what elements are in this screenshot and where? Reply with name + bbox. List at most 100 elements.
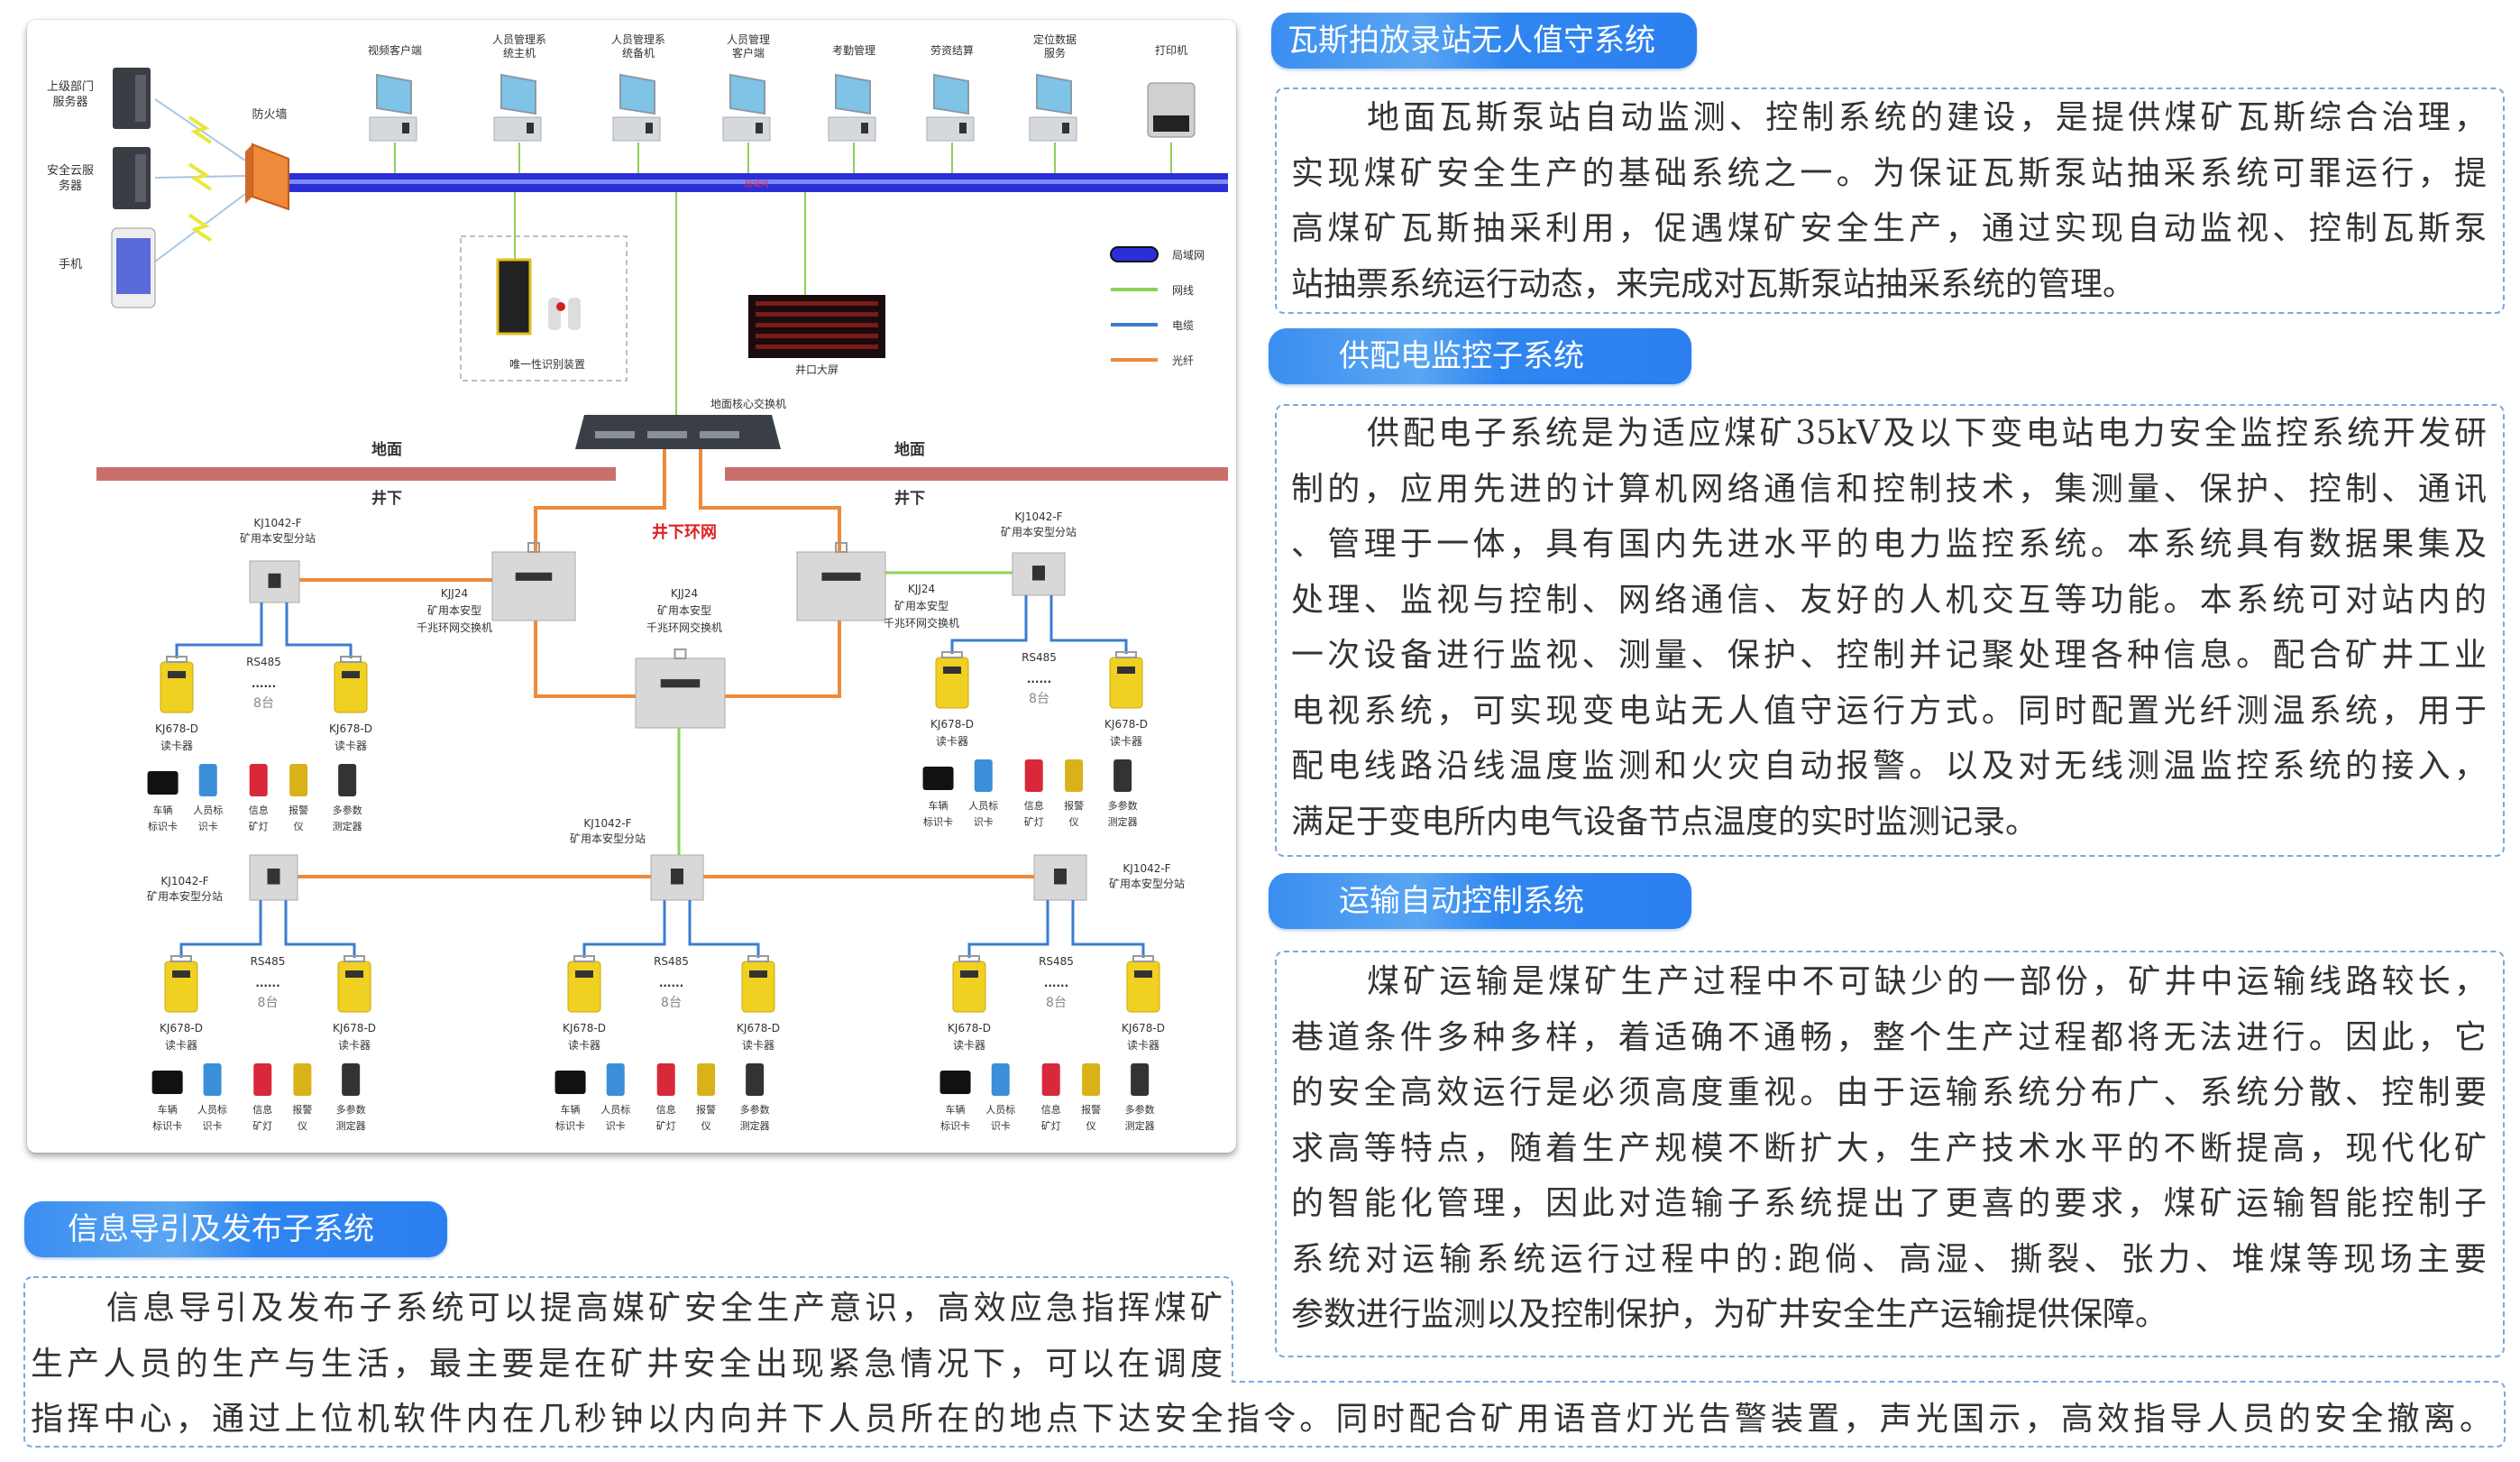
reader-body bbox=[337, 961, 371, 1013]
ring-switch-label: KJJ24 bbox=[671, 587, 698, 600]
computer-icon bbox=[828, 73, 876, 142]
case-slot bbox=[756, 123, 763, 133]
rs485-label: RS485 bbox=[1022, 651, 1057, 664]
printer-icon bbox=[1147, 82, 1196, 138]
reader-display bbox=[345, 970, 363, 978]
fiber-line bbox=[699, 449, 841, 552]
terminal-label: 服务 bbox=[1044, 46, 1066, 60]
reader-label: 读卡器 bbox=[568, 1039, 600, 1052]
endpoint-label: 人员标 bbox=[193, 804, 223, 816]
lightning-icon bbox=[188, 115, 213, 144]
substation-display bbox=[671, 869, 683, 885]
terminal-label: 统备机 bbox=[622, 47, 655, 60]
substation-icon bbox=[249, 560, 300, 603]
personnel-card-icon bbox=[991, 1063, 1010, 1096]
reader-display bbox=[960, 970, 978, 978]
computer-icon bbox=[612, 73, 661, 142]
server-detail bbox=[135, 75, 146, 122]
reader-label: 读卡器 bbox=[1127, 1039, 1159, 1052]
computer-case bbox=[493, 116, 542, 142]
cable-line bbox=[688, 900, 760, 958]
wireless-link-icon bbox=[154, 98, 246, 161]
endpoint-label: 识卡 bbox=[991, 1120, 1011, 1132]
reader-display bbox=[575, 970, 593, 978]
text-line: 制的，应用先进的计算机网络通信和控制技术，集测量、保护、控制、通讯 bbox=[1291, 470, 2487, 508]
screen-text-row bbox=[756, 334, 878, 338]
reader-label: KJ678-D bbox=[563, 1022, 606, 1034]
monitor bbox=[729, 73, 765, 115]
fiber-line bbox=[534, 621, 636, 698]
substation-display bbox=[1032, 565, 1045, 581]
cap-lamp-icon bbox=[1024, 759, 1043, 792]
reader-display bbox=[1134, 970, 1152, 978]
section-text-info-guidance: 信息导引及发布子系统可以提高媒矿安全生产意识，高效应急指挥煤矿 生产人员的生产与… bbox=[31, 1281, 1223, 1392]
screen-text-row bbox=[756, 323, 878, 327]
ring-switch-label: 矿用本安型 bbox=[894, 599, 948, 612]
substation-label: 矿用本安型分站 bbox=[240, 531, 316, 545]
terminal-label: 定位数据 bbox=[1033, 32, 1077, 46]
cable-line bbox=[1049, 595, 1128, 654]
endpoint-label: 识卡 bbox=[203, 1120, 223, 1132]
multi-parameter-meter-icon bbox=[1113, 759, 1132, 792]
computer-icon bbox=[722, 73, 771, 142]
card-reader-icon bbox=[160, 656, 194, 713]
legend-label: 电缆 bbox=[1172, 319, 1194, 332]
substation-label: KJ1042-F bbox=[583, 817, 631, 830]
diagram-canvas: 上级部门服务器安全云服务器手机防火墙局域网视频客户端人员管理系统主机人员管理系统… bbox=[47, 32, 1228, 1132]
underground-label: 井下 bbox=[894, 489, 925, 508]
computer-case bbox=[722, 116, 771, 142]
cable-line bbox=[285, 602, 353, 658]
monitor bbox=[933, 73, 969, 115]
reader-count-label: 8台 bbox=[1029, 692, 1049, 706]
alarm-icon bbox=[1065, 759, 1084, 792]
ground-divider bbox=[725, 467, 1228, 481]
text-line: 参数进行监测以及控制保护，为矿井安全生产运输提供保障。 bbox=[1291, 1296, 2168, 1333]
reader-label: KJ678-D bbox=[329, 722, 372, 735]
cap-lamp-icon bbox=[656, 1063, 675, 1096]
wireless-link-icon bbox=[154, 162, 246, 191]
computer-case bbox=[926, 116, 975, 142]
ground-divider bbox=[96, 467, 616, 481]
section-box-power-monitoring bbox=[1275, 404, 2505, 857]
endpoint-label: 仪 bbox=[298, 1120, 307, 1132]
section-title-text: 信息导引及发布子系统 bbox=[68, 1211, 374, 1247]
case-slot bbox=[1062, 123, 1069, 133]
switch-display bbox=[660, 679, 701, 688]
card-reader-icon bbox=[741, 955, 775, 1013]
endpoint-label: 矿灯 bbox=[249, 821, 269, 832]
reader-handle bbox=[170, 955, 192, 962]
endpoint-label: 多参数 bbox=[336, 1103, 366, 1116]
server-detail bbox=[135, 154, 146, 202]
switch-ports bbox=[595, 431, 635, 438]
reader-body bbox=[741, 961, 775, 1013]
rs485-label: RS485 bbox=[251, 955, 286, 968]
firewall-label: 防火墙 bbox=[252, 107, 287, 122]
reader-label: KJ678-D bbox=[160, 1022, 203, 1034]
reader-display bbox=[172, 970, 190, 978]
underground-label: 井下 bbox=[371, 489, 402, 508]
cable-line bbox=[175, 602, 263, 658]
reader-body bbox=[164, 961, 198, 1013]
reader-label: 读卡器 bbox=[953, 1039, 985, 1052]
switch-ports bbox=[647, 431, 687, 438]
endpoint-label: 识卡 bbox=[198, 821, 218, 832]
computer-case bbox=[612, 116, 661, 142]
monitor bbox=[376, 73, 412, 115]
text-line: 系统对运输系统运行过程中的:跑倘、高湿、撕裂、张力、堆煤等现场主要 bbox=[1291, 1240, 2487, 1278]
id-terminal-icon bbox=[496, 258, 532, 336]
card-reader-icon bbox=[952, 955, 986, 1013]
endpoint-label: 人员标 bbox=[600, 1103, 630, 1116]
card-reader-icon bbox=[1126, 955, 1160, 1013]
firewall-side bbox=[245, 144, 252, 204]
case-slot bbox=[402, 123, 409, 133]
text-line: 巷道条件多种多样，着适确不通畅，整个生产过程都将无法进行。因此，它 bbox=[1291, 1018, 2487, 1056]
reader-handle bbox=[340, 656, 362, 663]
monitor bbox=[619, 73, 655, 115]
big-screen-label: 井口大屏 bbox=[795, 363, 838, 376]
legend-label: 局域网 bbox=[1172, 249, 1205, 262]
ring-switch-label: KJJ24 bbox=[908, 583, 935, 595]
endpoint-label: 报警 bbox=[1064, 799, 1084, 812]
terminal-label: 人员管理系 bbox=[611, 32, 665, 46]
substation-label: KJ1042-F bbox=[253, 517, 301, 529]
substation-label: KJ1042-F bbox=[1014, 510, 1062, 523]
